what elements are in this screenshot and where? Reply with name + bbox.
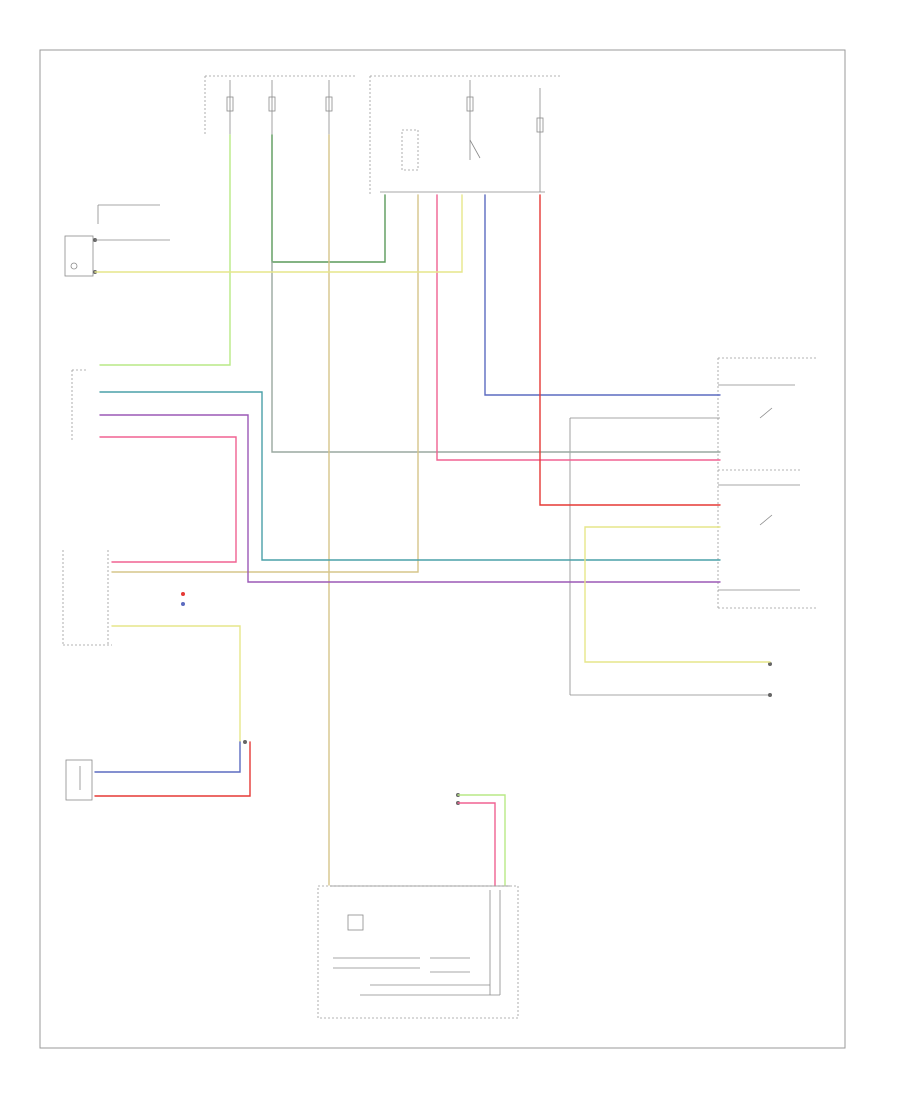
wire-pink-relay: [436, 194, 721, 461]
condenser-fan-motor: [64, 204, 170, 277]
fuse-icon: [226, 96, 234, 112]
wire-green-meter: [457, 794, 506, 886]
fuse-block: [204, 75, 560, 195]
engine-coolant-temperature-sensor: [65, 740, 247, 801]
wire-yellow-sensor: [111, 625, 241, 743]
wire-gray: [271, 261, 721, 453]
fuse-icon: [536, 117, 544, 133]
combination-meter: [317, 793, 519, 1019]
fuse-icon: [325, 96, 333, 112]
wire-blue-sensor: [94, 741, 241, 773]
wire-light-green: [99, 134, 231, 366]
wire-yellow: [94, 194, 463, 273]
fuse-icon: [466, 96, 474, 112]
gauge-icon: [347, 914, 364, 931]
connector-pin: [243, 740, 247, 744]
connector-pin: [768, 693, 772, 697]
relay-switch-icon: [759, 514, 773, 526]
wire-blue: [484, 194, 721, 396]
wire-pink: [99, 436, 237, 563]
cooling-fan-relay: [569, 357, 818, 697]
connector-pin: [768, 662, 772, 666]
relay-switch-icon: [469, 139, 481, 159]
connector-pin: [181, 602, 185, 606]
fusible-link-box: [401, 129, 419, 171]
wire-harness: [94, 134, 771, 886]
wire-violet: [99, 414, 721, 583]
connector-pin: [181, 592, 185, 596]
wire-yellow-right: [584, 526, 771, 663]
motor-icon: [70, 262, 78, 270]
diagram-frame: [39, 49, 846, 1049]
wire-tan-ecm: [111, 194, 419, 573]
ecm-connector: [62, 550, 185, 646]
wire-red-sensor: [94, 741, 251, 797]
wire-red: [539, 194, 721, 506]
relay-switch-icon: [759, 407, 773, 419]
fuse-icon: [268, 96, 276, 112]
radiator-fan-relay: [71, 369, 88, 440]
wire-blue-green: [99, 391, 721, 561]
wire-pink-meter: [457, 802, 496, 886]
